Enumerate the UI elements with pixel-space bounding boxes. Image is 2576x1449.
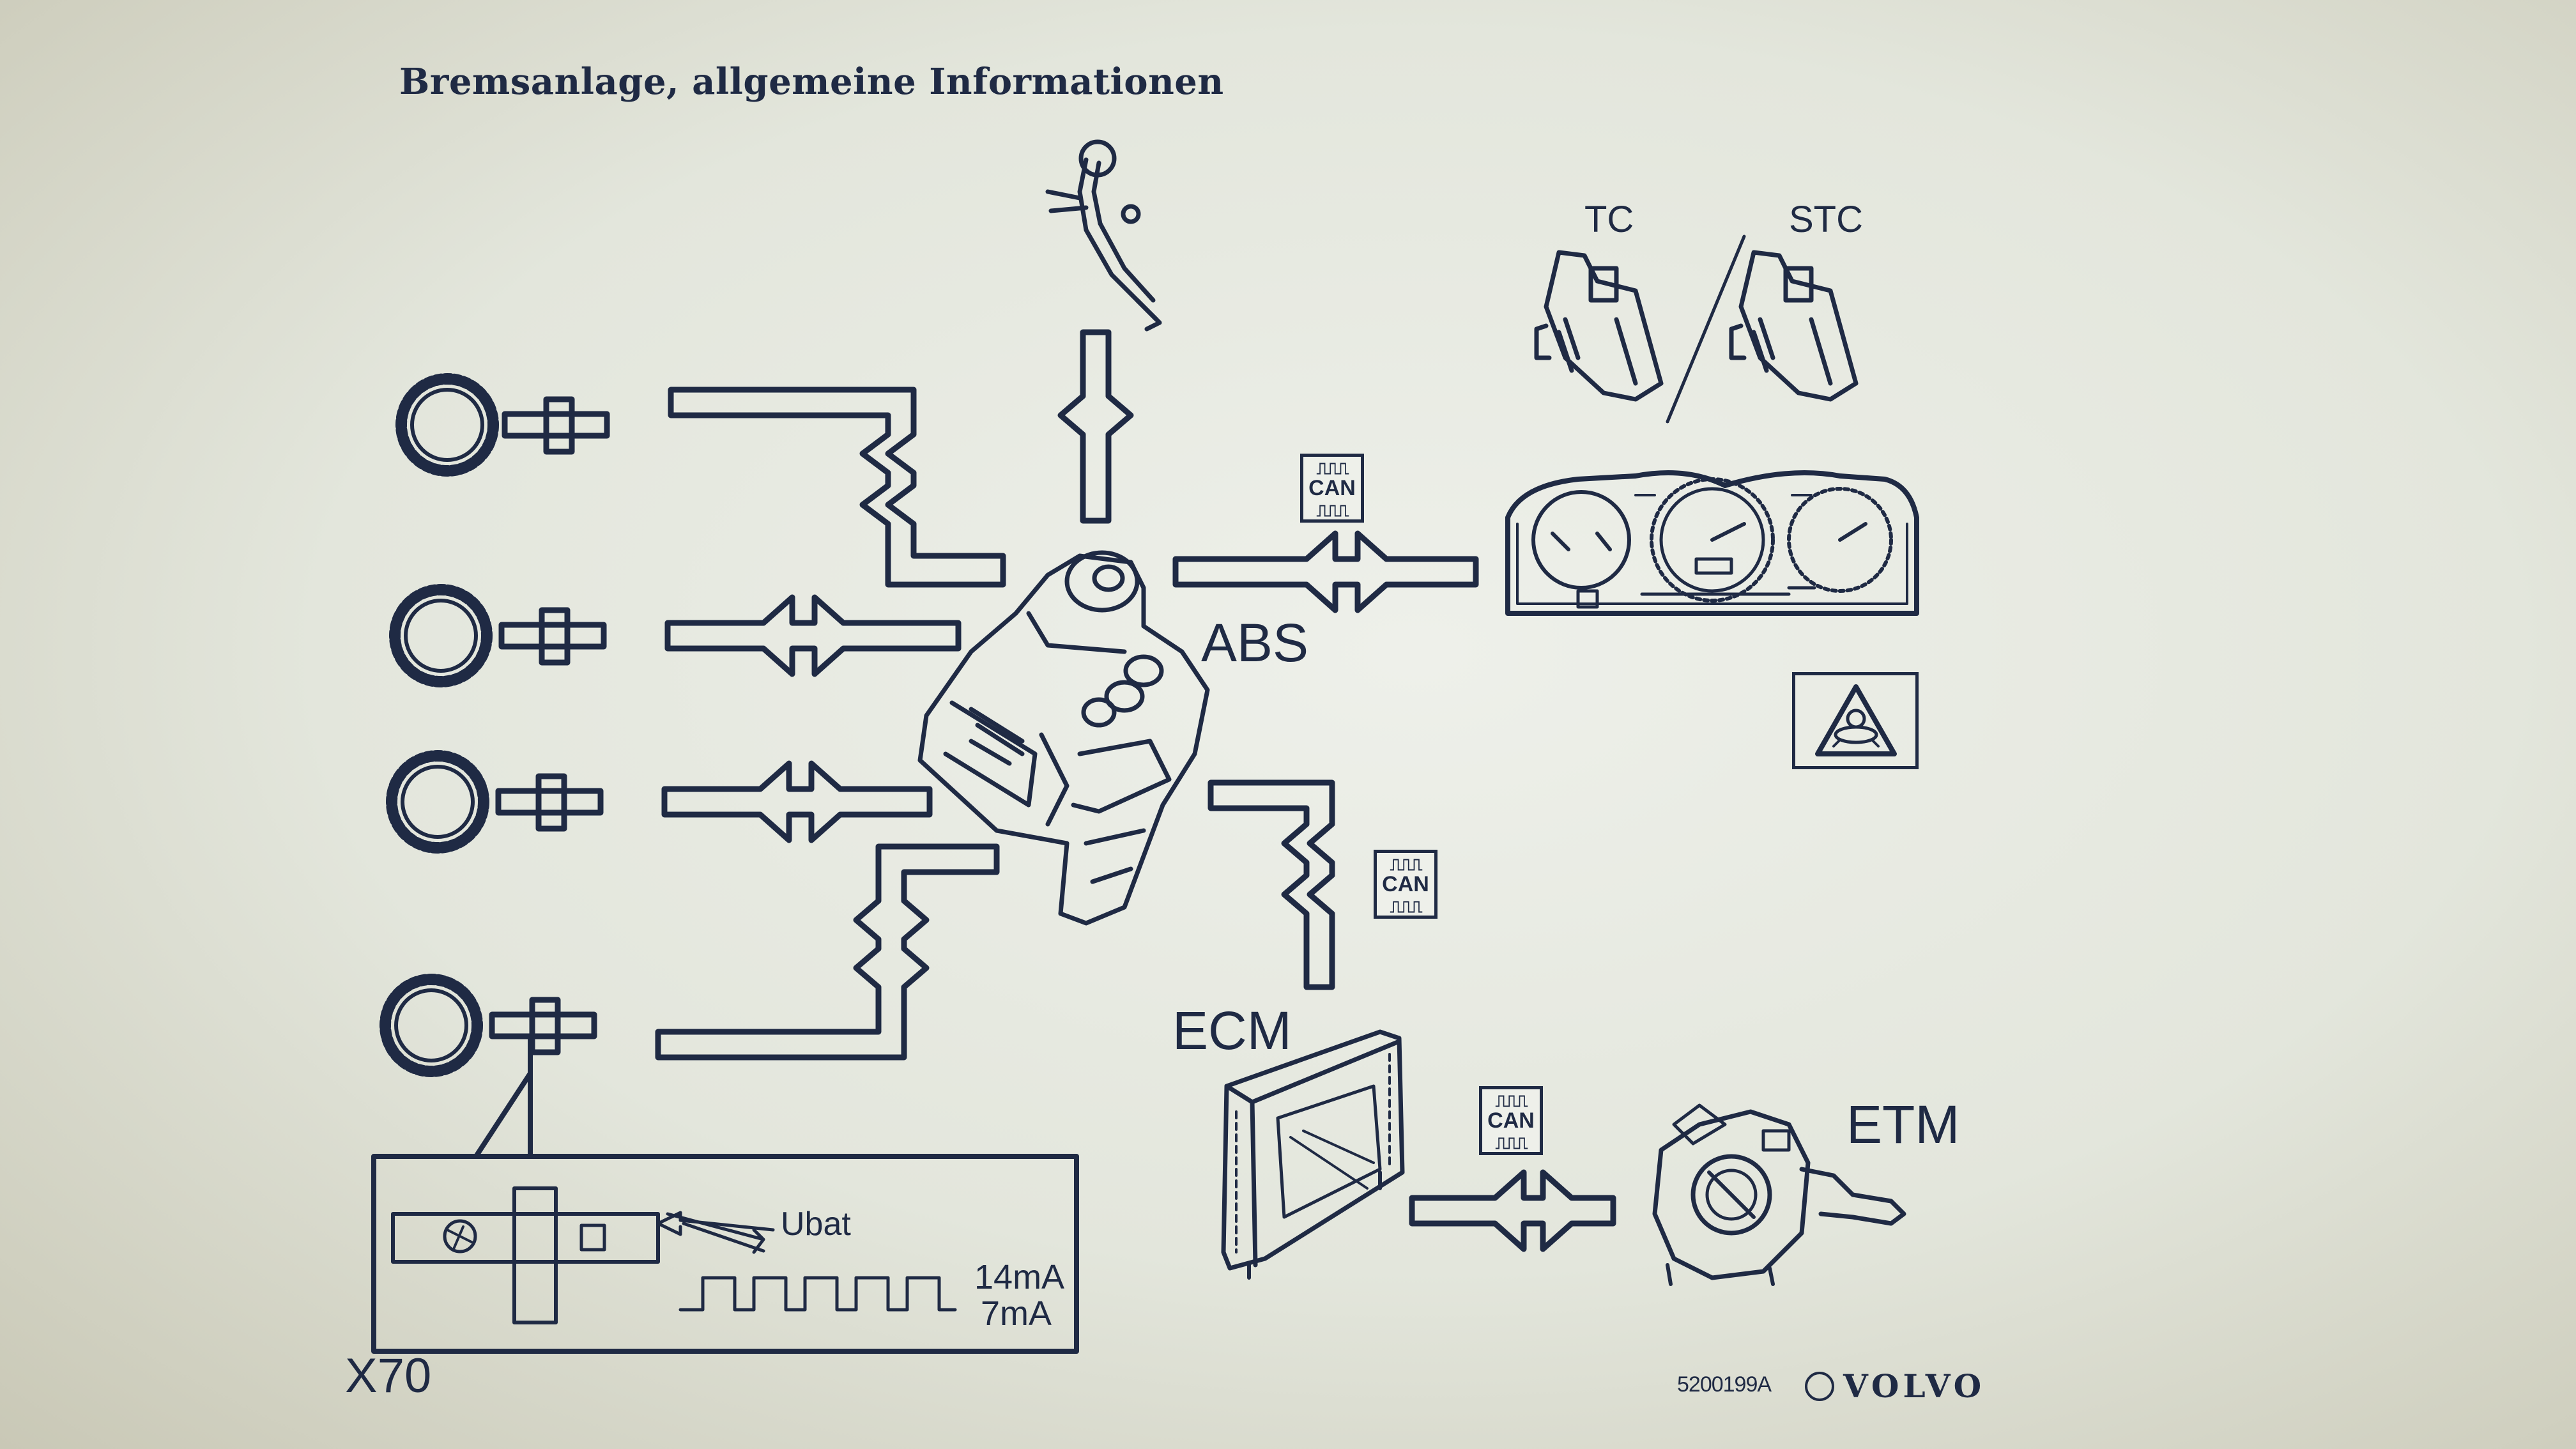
wheel-speed-sensor-icon (389, 584, 607, 687)
brake-pedal-icon (1045, 139, 1162, 332)
instrument-cluster-icon (1505, 470, 1919, 616)
figure-code: 5200199A (1677, 1372, 1772, 1397)
switch-stc-icon (1729, 250, 1859, 402)
ubat-label: Ubat (781, 1206, 851, 1243)
signal-path-sensor-2 (664, 594, 962, 677)
wheel-speed-sensor-icon (395, 373, 610, 477)
x70-label: X70 (345, 1349, 432, 1403)
signal-path-ecm-etm (1409, 1169, 1616, 1252)
throttle-module-icon (1652, 1103, 1906, 1286)
tc-label: TC (1584, 199, 1634, 240)
ecm-unit-icon (1221, 1029, 1405, 1280)
stc-label: STC (1789, 199, 1863, 240)
signal-path-sensor-3 (661, 760, 933, 843)
brand-logo: VOLVO (1843, 1367, 1986, 1405)
can-bus-icon: ⎍⎍⎍CAN⎍⎍⎍ (1300, 454, 1364, 523)
warning-lamp-frame (1792, 672, 1919, 769)
switch-tc-icon (1534, 250, 1664, 402)
can-label: CAN (1308, 476, 1356, 500)
signal-path-sensor-4 (655, 843, 1000, 1061)
signal-path-abs-cluster (1172, 530, 1479, 613)
copyright-icon (1805, 1372, 1834, 1401)
separator-line (1666, 234, 1746, 424)
wheel-speed-sensor-icon (386, 750, 604, 854)
current-high-label: 14mA (974, 1258, 1065, 1296)
abs-label: ABS (1201, 613, 1309, 673)
wheel-speed-sensor-icon (379, 974, 597, 1077)
can-label: CAN (1382, 872, 1429, 896)
sensor-detail-box (371, 1036, 1079, 1354)
signal-path-abs-ecm (1208, 779, 1335, 990)
can-bus-icon: ⎍⎍⎍CAN⎍⎍⎍ (1479, 1086, 1543, 1155)
signal-path-pedal (1057, 329, 1134, 524)
warning-triangle-icon (1815, 684, 1897, 756)
abs-unit-icon (917, 550, 1210, 926)
signal-path-sensor-1 (668, 387, 1006, 588)
current-low-label: 7mA (981, 1294, 1052, 1333)
etm-label: ETM (1846, 1094, 1960, 1154)
can-label: CAN (1487, 1108, 1535, 1133)
ecm-label: ECM (1172, 1000, 1292, 1061)
page-title: Bremsanlage, allgemeine Informationen (399, 61, 1224, 103)
can-bus-icon: ⎍⎍⎍CAN⎍⎍⎍ (1374, 850, 1438, 919)
